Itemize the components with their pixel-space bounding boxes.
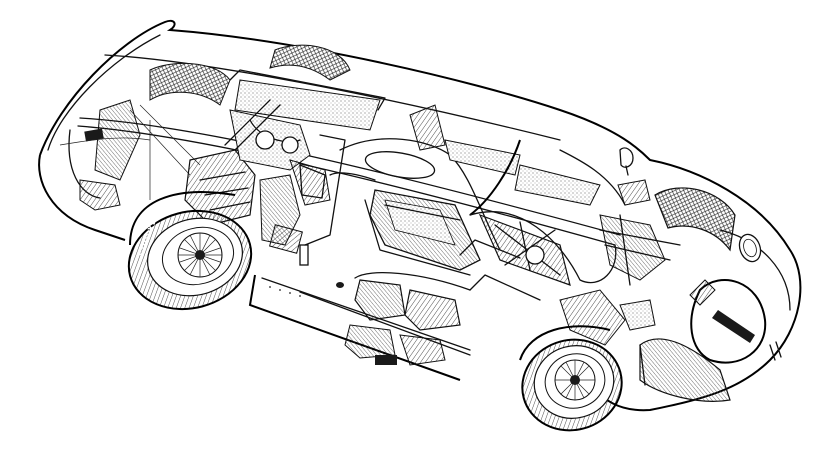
front-spare-tyre (617, 179, 736, 252)
windscreen-roll-cage (469, 139, 626, 286)
rear-wheel-spokes (177, 232, 223, 278)
cockpit (329, 104, 521, 276)
front-wheel-spokes (554, 359, 596, 401)
chassis-frame (59, 99, 541, 301)
engine-bay (184, 109, 331, 254)
rear-spare-tyre (149, 44, 386, 131)
rear-suspension-area (68, 99, 201, 211)
front-nose (639, 229, 791, 402)
front-suspension (559, 214, 681, 346)
nose-stripe (712, 310, 755, 343)
fuel-tank-sill (299, 244, 471, 366)
front-wheel (519, 325, 623, 432)
mirror (619, 147, 634, 176)
